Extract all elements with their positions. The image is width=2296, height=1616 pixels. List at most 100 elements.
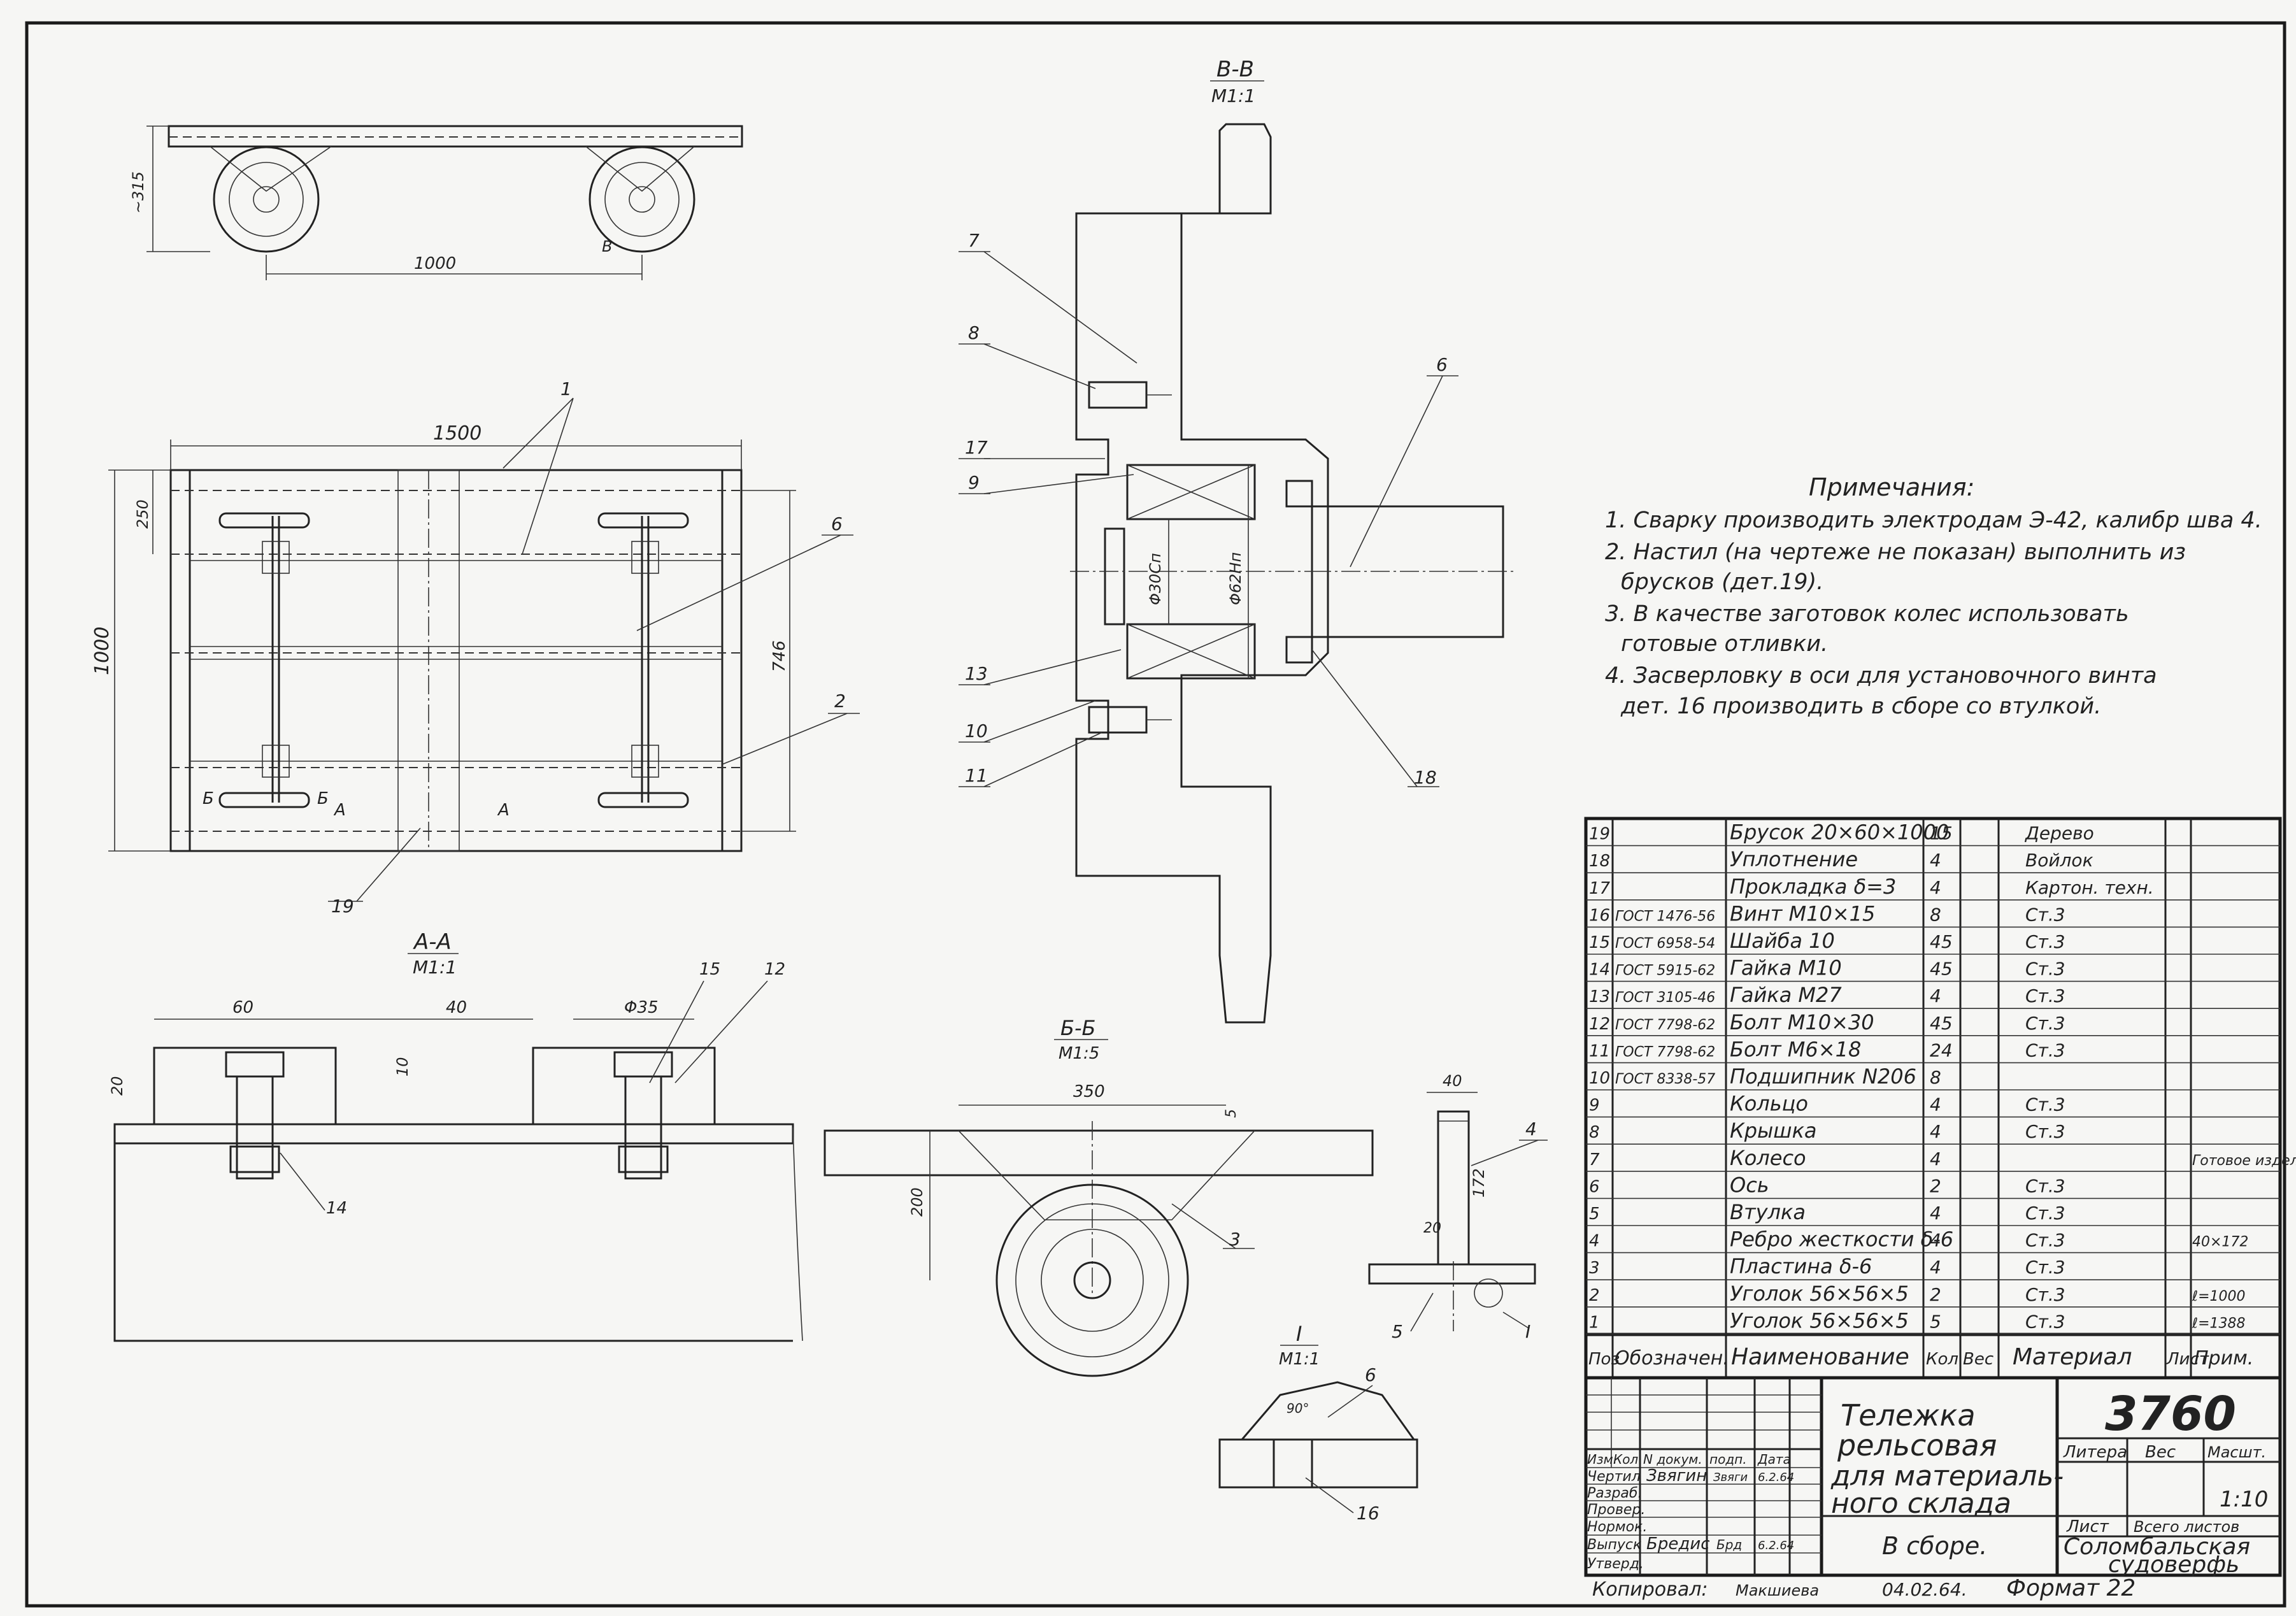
tb-chertil: Чертил bbox=[1587, 1469, 1641, 1485]
dim-40: 40 bbox=[446, 998, 467, 1017]
cell-qty: 4 bbox=[1930, 877, 1941, 898]
tb-vypusk: Выпуск bbox=[1587, 1537, 1642, 1553]
note-2a: 2. Настил (на чертеже не показан) выполн… bbox=[1605, 540, 2186, 565]
callout-15: 15 bbox=[699, 960, 720, 979]
cell-material: Ст.3 bbox=[2025, 1230, 2065, 1251]
section-v-title: В-В bbox=[1216, 57, 1254, 82]
tb-company-2: судоверфь bbox=[2108, 1552, 2239, 1578]
cell-pos: 16 bbox=[1589, 906, 1610, 925]
dim-20: 20 bbox=[108, 1076, 126, 1096]
callout-16: 16 bbox=[1357, 1503, 1380, 1524]
cell-qty: 45 bbox=[1930, 931, 1953, 952]
callout-13: 13 bbox=[965, 663, 988, 684]
header-qty: Кол bbox=[1926, 1350, 1958, 1369]
tb-litera-label: Литера bbox=[2063, 1443, 2127, 1462]
cell-pos: 4 bbox=[1589, 1232, 1600, 1251]
callout-7: 7 bbox=[968, 230, 980, 251]
cell-material: Ст.3 bbox=[2025, 1203, 2065, 1224]
detail-i-scale: М1:1 bbox=[1279, 1350, 1320, 1369]
tb-assembly: В сборе. bbox=[1882, 1532, 1987, 1560]
cell-pos: 19 bbox=[1589, 825, 1610, 844]
cell-note: ℓ=1388 bbox=[2192, 1315, 2246, 1331]
header-name: Наименование bbox=[1731, 1344, 1909, 1370]
cell-material: Дерево bbox=[2024, 823, 2094, 844]
tb-prover: Провер. bbox=[1587, 1502, 1645, 1518]
cell-material: Ст.3 bbox=[2025, 1311, 2065, 1332]
section-mark-v: В bbox=[602, 238, 612, 255]
cell-pos: 10 bbox=[1589, 1069, 1610, 1088]
section-v-scale: М1:1 bbox=[1211, 85, 1255, 106]
cell-pos: 14 bbox=[1589, 961, 1610, 980]
cell-gost: ГОСТ 6958-54 bbox=[1615, 936, 1715, 952]
callout-9: 9 bbox=[968, 472, 980, 493]
footer-format: Формат 22 bbox=[2006, 1575, 2136, 1601]
cell-name: Брусок 20×60×1000 bbox=[1730, 820, 1949, 845]
cell-pos: 3 bbox=[1589, 1259, 1600, 1278]
section-mark-b-right: Б bbox=[317, 789, 329, 808]
section-b-title: Б-Б bbox=[1060, 1016, 1095, 1040]
cell-name: Уплотнение bbox=[1730, 847, 1858, 871]
cell-name: Уголок 56×56×5 bbox=[1730, 1308, 1909, 1333]
section-mark-b-left: Б bbox=[203, 789, 214, 808]
note-4b: дет. 16 производить в сборе со втулкой. bbox=[1620, 694, 2101, 719]
tb-title-2: рельсовая bbox=[1837, 1428, 1997, 1462]
dim-rib-40: 40 bbox=[1443, 1072, 1462, 1090]
tb-izm: Изм. bbox=[1587, 1452, 1617, 1467]
cell-pos: 13 bbox=[1589, 987, 1610, 1006]
tb-vypusk-name: Бредис bbox=[1646, 1534, 1710, 1554]
tb-list-label: Лист bbox=[2066, 1517, 2109, 1536]
cell-note: ℓ=1000 bbox=[2192, 1289, 2246, 1305]
cell-pos: 2 bbox=[1589, 1286, 1600, 1305]
dim-phi35: Φ35 bbox=[624, 998, 659, 1017]
tb-chertil-date: 6.2.64 bbox=[1758, 1471, 1794, 1484]
cell-qty: 15 bbox=[1930, 823, 1953, 844]
note-2b: брусков (дет.19). bbox=[1621, 569, 1823, 595]
callout-6: 6 bbox=[831, 513, 843, 534]
cell-gost: ГОСТ 5915-62 bbox=[1615, 963, 1715, 979]
cell-material: Ст.3 bbox=[2025, 1094, 2065, 1115]
cell-gost: ГОСТ 7798-62 bbox=[1615, 1017, 1715, 1033]
tb-company-1: Соломбальская bbox=[2064, 1534, 2250, 1560]
callout-3: 3 bbox=[1229, 1229, 1241, 1250]
cell-name: Уголок 56×56×5 bbox=[1730, 1282, 1909, 1306]
notes-title: Примечания: bbox=[1809, 473, 1974, 501]
footer: Копировал: Макшиева 04.02.64. Формат 22 bbox=[1592, 1575, 2136, 1601]
callout-10: 10 bbox=[965, 720, 988, 741]
cell-name: Кольцо bbox=[1730, 1092, 1808, 1116]
note-1: 1. Сварку производить электродам Э-42, к… bbox=[1605, 508, 2262, 533]
header-sheet: Лист bbox=[2166, 1350, 2209, 1369]
side-view: 1000 ~315 В bbox=[129, 125, 743, 280]
dim-height: ~315 bbox=[129, 171, 147, 213]
section-a-a: А-А М1:1 60 40 Φ35 20 10 15 12 14 bbox=[108, 929, 803, 1342]
cell-name: Крышка bbox=[1730, 1119, 1817, 1143]
cell-qty: 4 bbox=[1930, 1094, 1941, 1115]
callout-14: 14 bbox=[326, 1199, 347, 1218]
cell-qty: 8 bbox=[1930, 904, 1941, 925]
cell-material: Ст.3 bbox=[2025, 985, 2065, 1006]
detail-rib: 40 172 20 4 5 I bbox=[1368, 1072, 1548, 1342]
section-b-scale: М1:5 bbox=[1059, 1044, 1099, 1063]
callout-t: I bbox=[1525, 1321, 1530, 1342]
detail-i-angle: 90° bbox=[1287, 1401, 1309, 1416]
cell-qty: 45 bbox=[1930, 959, 1953, 980]
cell-pos: 5 bbox=[1589, 1205, 1600, 1224]
cell-qty: 24 bbox=[1930, 1040, 1953, 1061]
cell-material: Ст.3 bbox=[2025, 1121, 2065, 1142]
title-block: Изм. Кол. N докум. подп. Дата Чертил Звя… bbox=[1584, 1376, 2282, 1578]
callout-12: 12 bbox=[764, 960, 785, 979]
cell-material: Ст.3 bbox=[2025, 904, 2065, 925]
cell-name: Гайка М27 bbox=[1730, 983, 1842, 1007]
callout-2: 2 bbox=[834, 690, 846, 711]
dim-746: 746 bbox=[770, 640, 789, 672]
tb-vypusk-date: 6.2.64 bbox=[1758, 1539, 1794, 1552]
tb-kol: Кол. bbox=[1613, 1452, 1643, 1467]
cell-name: Колесо bbox=[1730, 1146, 1806, 1170]
cell-name: Втулка bbox=[1730, 1200, 1806, 1224]
dim-rib-20: 20 bbox=[1423, 1220, 1441, 1236]
